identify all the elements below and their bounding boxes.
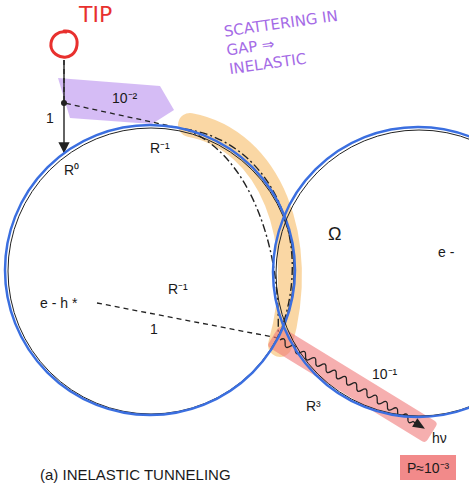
- quantity-label: 10⁻¹: [372, 366, 397, 383]
- tip-label: TIP: [79, 2, 112, 28]
- quantity-label: R⁻¹: [150, 140, 170, 157]
- probability-box: P≈10⁻³: [400, 455, 456, 480]
- tip-circle: [51, 31, 77, 57]
- quantity-label: R⁰: [64, 162, 79, 179]
- tip-outline: [49, 29, 79, 59]
- arrowhead: [412, 418, 427, 433]
- quantity-label: R⁻¹: [168, 281, 188, 298]
- sphere-circle: [276, 130, 469, 416]
- dashed-connector: [64, 60, 180, 128]
- tip-node: TIP: [49, 29, 79, 59]
- orange-highlight: [190, 125, 290, 345]
- quantity-label: R³: [306, 398, 321, 415]
- dashed-line: [97, 303, 278, 338]
- particle-label: e - h *: [40, 295, 77, 312]
- dash-dot-arc: [184, 129, 278, 338]
- quantity-label: 1: [150, 321, 158, 338]
- sphere-outline: [273, 127, 469, 417]
- edge-label: 10⁻²: [112, 90, 137, 107]
- edge-label: 1: [46, 110, 54, 127]
- probability-text: P≈10⁻³: [407, 458, 449, 477]
- sphere-circle: [273, 127, 469, 417]
- quantity-label: Ω: [328, 224, 341, 246]
- sphere-circle: [5, 125, 295, 415]
- sphere-node: e - h *: [5, 125, 295, 415]
- connector: [64, 60, 180, 128]
- quantity-label: hν: [432, 430, 447, 447]
- particle-label: e -: [438, 244, 454, 261]
- figure-caption: (a) INELASTIC TUNNELING: [40, 466, 231, 484]
- annotation-note: SCATTERING IN GAP ⇒ INELASTIC: [223, 6, 352, 79]
- sphere-circle: [8, 128, 294, 414]
- sphere-outline: [5, 125, 295, 415]
- sphere-node: e -: [273, 127, 469, 417]
- purple-highlight: [58, 78, 174, 124]
